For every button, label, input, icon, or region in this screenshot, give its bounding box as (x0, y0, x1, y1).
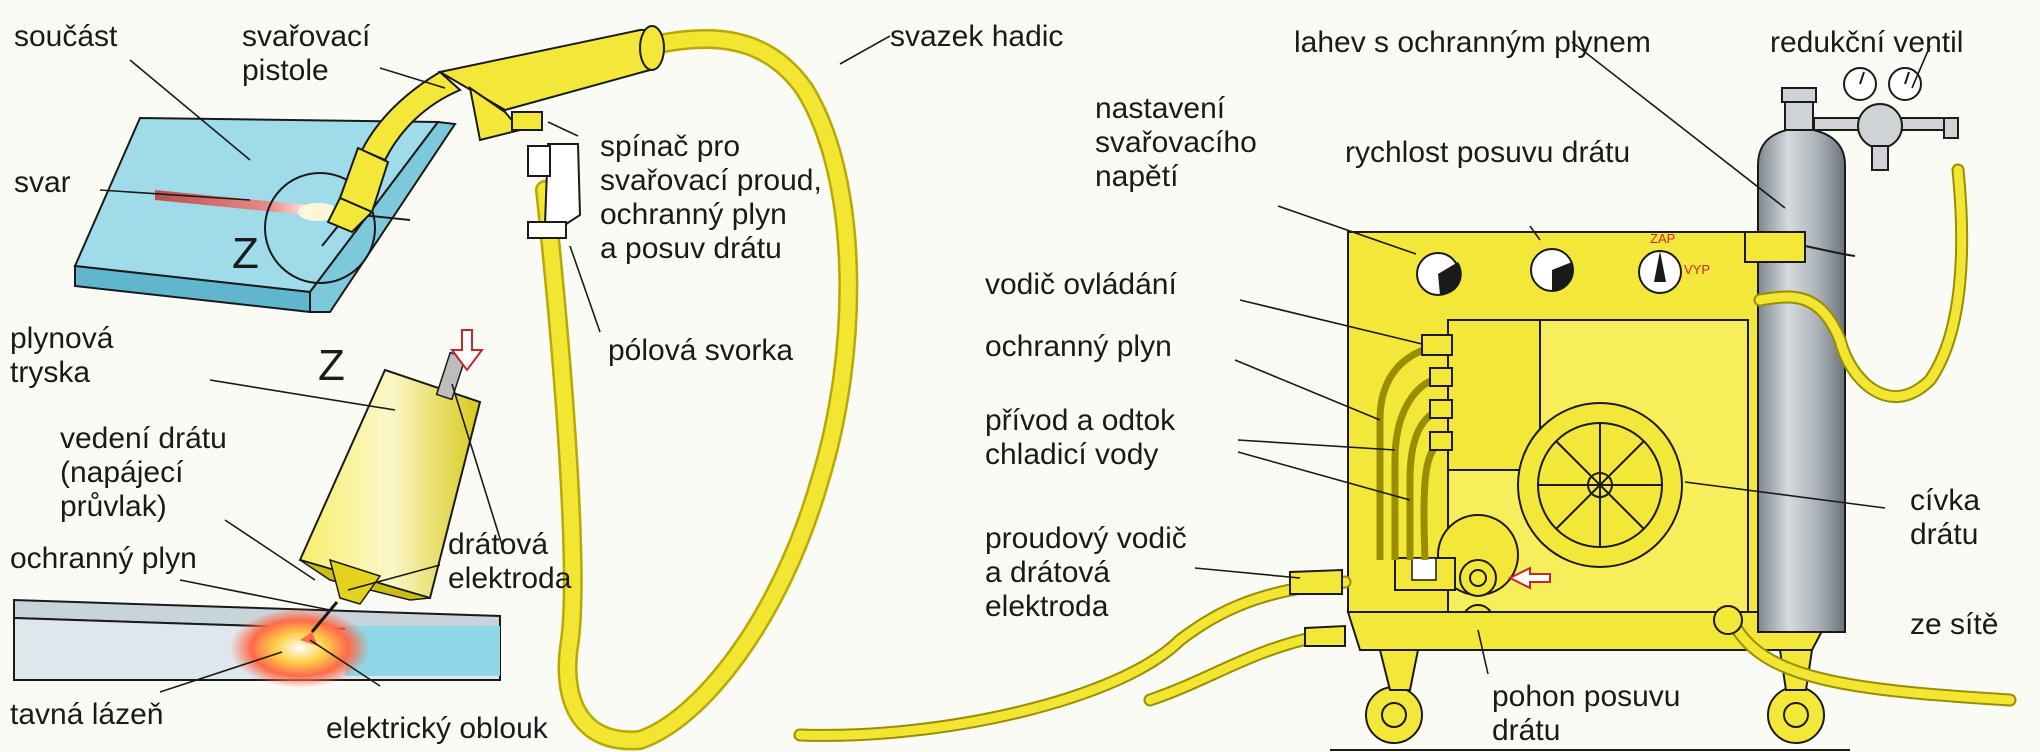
label-vedeni-1: vedení drátu (60, 422, 227, 455)
label-proud-1: proudový vodič (985, 522, 1187, 555)
label-voda-1: přívod a odtok (985, 404, 1176, 437)
label-civka-1: cívka (1910, 484, 1980, 517)
label-vedeni-2: (napájecí (60, 456, 184, 489)
workpiece-plates (75, 118, 455, 312)
gas-cylinder (1745, 88, 1855, 632)
label-plyn-left: ochranný plyn (10, 542, 197, 575)
label-elektroda-1: drátová (448, 528, 548, 561)
label-svazek: svazek hadic (890, 20, 1063, 53)
weld-pool (230, 608, 370, 688)
label-napeti-2: svařovacího (1095, 126, 1257, 159)
label-sit: ze sítě (1910, 608, 1998, 641)
label-zap: ZAP (1650, 231, 1675, 246)
label-proud-3: elektroda (985, 590, 1109, 623)
label-spinac-1: spínač pro (600, 130, 740, 163)
label-zoom-1: Z (232, 229, 259, 278)
label-tryska-2: tryska (10, 356, 90, 389)
label-vodic: vodič ovládání (985, 268, 1177, 301)
label-civka-2: drátu (1910, 518, 1978, 551)
label-rychlost: rychlost posuvu drátu (1345, 136, 1630, 169)
label-vyp: VYP (1684, 262, 1710, 277)
label-lahev: lahev s ochranným plynem (1294, 26, 1651, 59)
label-svorka: pólová svorka (608, 334, 793, 367)
label-spinac-3: ochranný plyn (600, 198, 787, 231)
label-pohon-2: drátu (1492, 714, 1560, 747)
label-soucast: součást (14, 20, 118, 53)
label-oblouk: elektrický oblouk (326, 712, 549, 745)
label-lazen: tavná lázeň (10, 698, 163, 731)
label-napeti-1: nastavení (1095, 92, 1226, 125)
label-spinac-2: svařovací proud, (600, 164, 822, 197)
label-napeti-3: napětí (1095, 160, 1179, 193)
label-tryska-1: plynová (10, 322, 114, 355)
label-svar: svar (14, 166, 71, 199)
label-pistole-1: svařovací (242, 20, 371, 53)
label-elektroda-2: elektroda (448, 562, 572, 595)
label-pohon-1: pohon posuvu (1492, 680, 1681, 713)
label-zoom-2: Z (318, 341, 345, 390)
wire-speed-knob[interactable] (1531, 249, 1574, 291)
label-ventil: redukční ventil (1770, 26, 1963, 59)
label-voda-2: chladicí vody (985, 438, 1158, 471)
label-proud-2: a drátová (985, 556, 1110, 589)
label-plyn-right: ochranný plyn (985, 330, 1172, 363)
label-vedeni-3: průvlak) (60, 490, 167, 523)
label-spinac-4: a posuv drátu (600, 232, 782, 265)
label-pistole-2: pistole (242, 54, 329, 87)
